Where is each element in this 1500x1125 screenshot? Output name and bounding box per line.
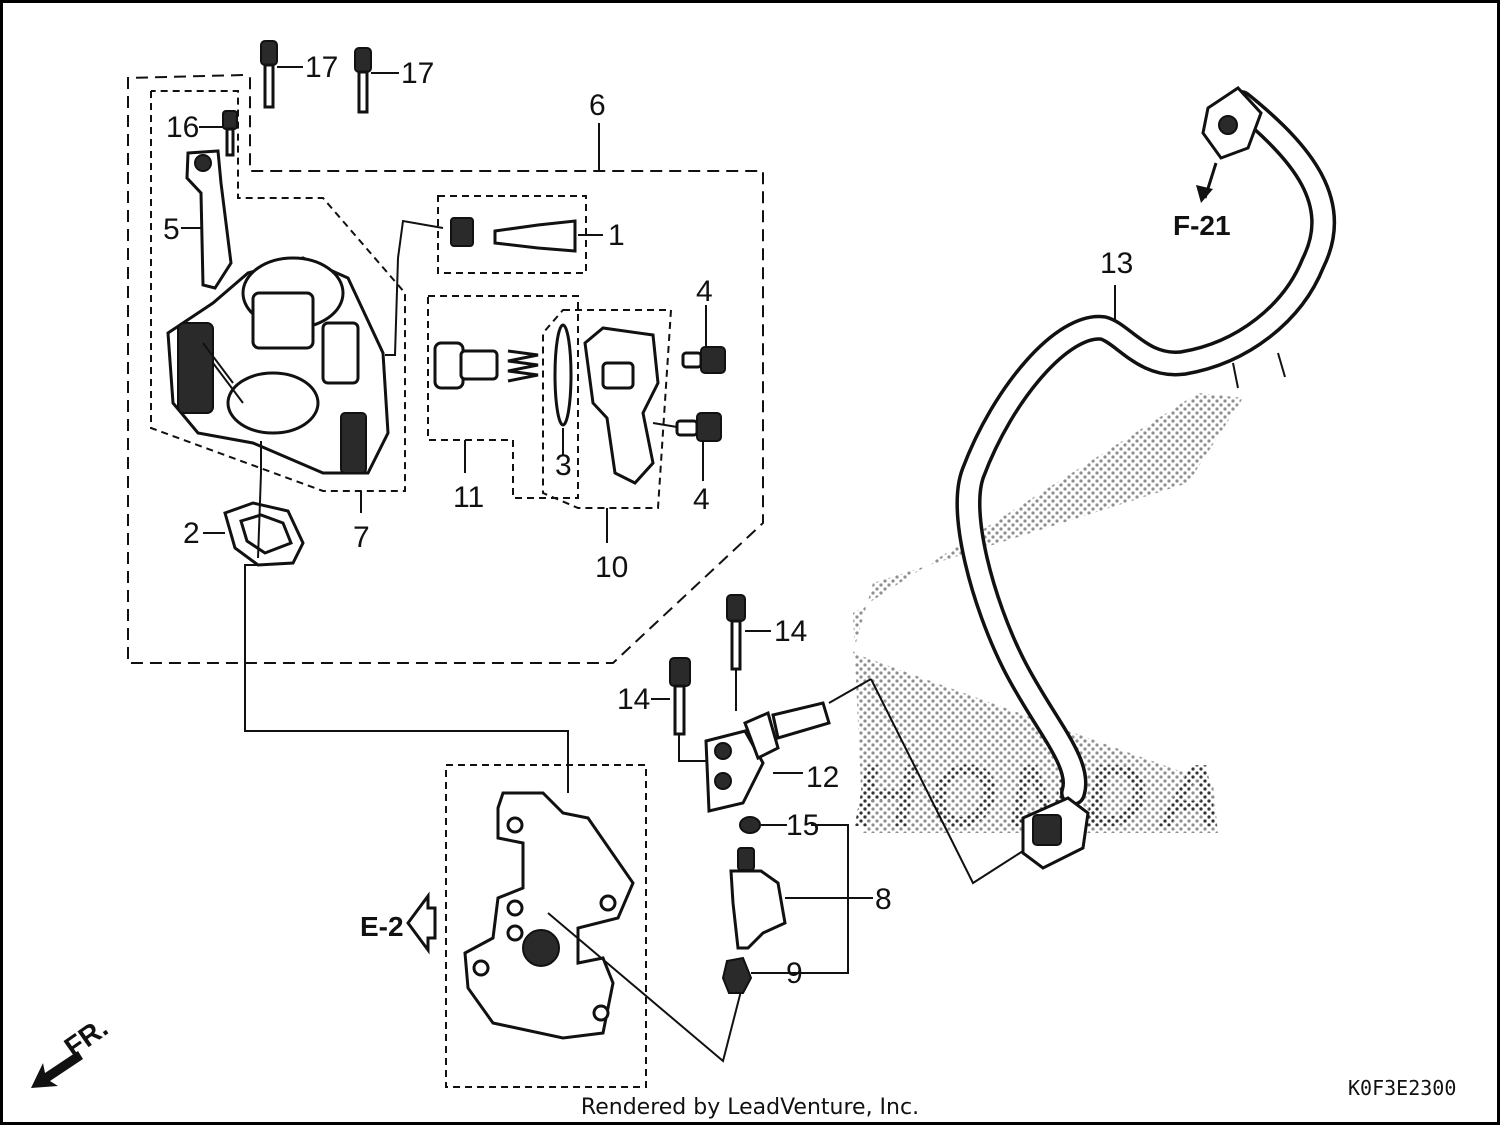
front-label: FR. xyxy=(59,1012,114,1063)
callout-4-b: 4 xyxy=(693,483,710,516)
assembly-6-outline xyxy=(127,74,764,664)
callout-17-a: 17 xyxy=(305,51,338,84)
fuel-injector-8 xyxy=(729,847,787,950)
callout-13: 13 xyxy=(1100,247,1133,280)
render-credit: Rendered by LeadVenture, Inc. xyxy=(580,1095,920,1120)
callout-11: 11 xyxy=(453,481,484,514)
bolt-14-b xyxy=(669,657,691,736)
screw-16 xyxy=(222,110,238,157)
screw-4-b xyxy=(675,412,722,442)
part-10-box xyxy=(542,309,673,509)
callout-4-a: 4 xyxy=(696,275,713,308)
fuel-hose-13 xyxy=(955,90,1336,806)
reference-label-f21: F-21 xyxy=(1173,210,1231,241)
seal-9 xyxy=(721,956,753,994)
e2-reference-arrow xyxy=(406,891,437,955)
reference-label-e2: E-2 xyxy=(360,911,404,942)
manifold-box xyxy=(445,764,647,1088)
diagram-code: K0F3E2300 xyxy=(1348,1076,1456,1100)
callout-15: 15 xyxy=(786,809,819,842)
callout-12: 12 xyxy=(806,761,839,794)
hose-connector-bottom xyxy=(1021,796,1090,870)
callout-14-a: 14 xyxy=(774,615,807,648)
callout-14-b: 14 xyxy=(617,683,650,716)
screw-4-a xyxy=(681,346,726,374)
assembly-7-outline xyxy=(150,90,406,492)
screw-set-1 xyxy=(450,217,577,253)
callout-3: 3 xyxy=(555,449,572,482)
callout-7: 7 xyxy=(353,521,370,554)
part-11-box xyxy=(427,295,579,499)
callout-6: 6 xyxy=(589,89,606,122)
throttle-body-7 xyxy=(166,256,390,475)
callout-10: 10 xyxy=(595,551,628,584)
hose-joint-12 xyxy=(704,701,831,813)
callout-5: 5 xyxy=(163,213,180,246)
o-ring-3 xyxy=(553,323,573,427)
gasket-2 xyxy=(223,501,305,567)
washer-15 xyxy=(739,816,761,834)
intake-manifold xyxy=(463,791,635,1040)
bolt-17-a xyxy=(260,40,278,109)
front-direction-arrow xyxy=(31,1051,83,1088)
callout-2: 2 xyxy=(183,517,200,550)
hose-connector-top xyxy=(1201,86,1263,160)
cover-10 xyxy=(583,326,660,485)
callout-16: 16 xyxy=(166,111,199,144)
plunger-11 xyxy=(433,341,539,390)
callout-1: 1 xyxy=(608,219,625,252)
throttle-body-exploded-diagram: HONDA xyxy=(31,40,1456,1100)
bolt-14-a xyxy=(726,594,746,671)
honda-watermark: HONDA xyxy=(853,393,1243,845)
f21-reference-arrow xyxy=(1196,162,1218,203)
bolt-17-b xyxy=(354,47,372,114)
throttle-lever-5 xyxy=(185,149,233,290)
callout-9: 9 xyxy=(786,957,803,990)
callout-17-b: 17 xyxy=(401,57,434,90)
callout-8: 8 xyxy=(875,883,892,916)
